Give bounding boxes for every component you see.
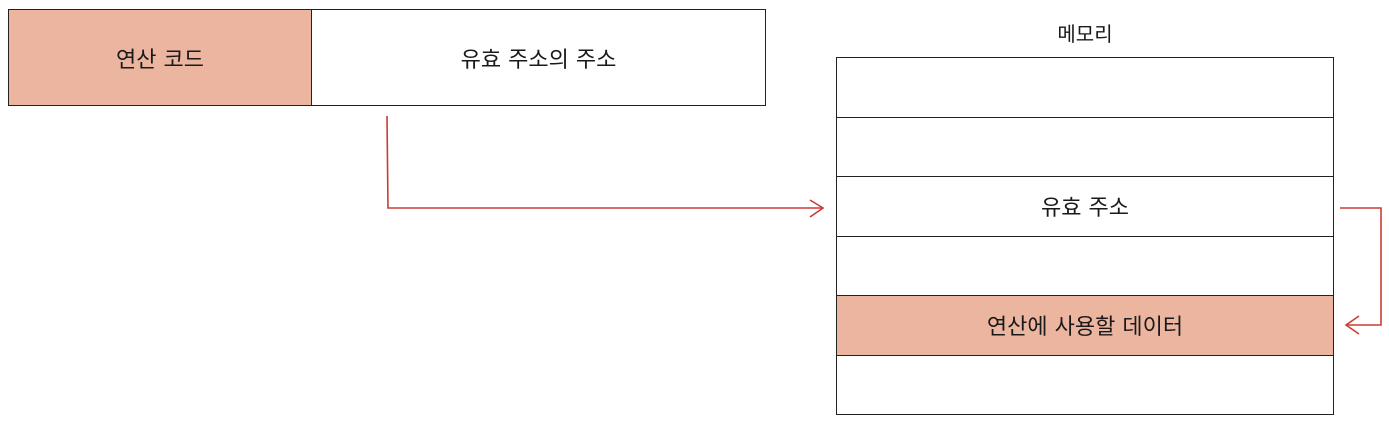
memory-cell-label: 유효 주소 [1041, 196, 1129, 222]
indirect-arrow-line [1340, 207, 1382, 326]
memory-cell [837, 58, 1333, 118]
operand-label: 유효 주소의 주소 [460, 47, 617, 73]
memory-title: 메모리 [1057, 22, 1113, 46]
instruction-box: 연산 코드 유효 주소의 주소 [8, 9, 766, 106]
opcode-label: 연산 코드 [116, 47, 204, 73]
opcode-field: 연산 코드 [9, 10, 312, 105]
memory-cell-operand-data: 연산에 사용할 데이터 [837, 296, 1333, 356]
pointer-arrow-line [386, 115, 822, 209]
operand-field: 유효 주소의 주소 [312, 10, 765, 105]
memory-cell-effective-address: 유효 주소 [837, 177, 1333, 237]
memory-cell [837, 356, 1333, 415]
pointer-arrow-head [809, 199, 825, 218]
memory-cell-label: 연산에 사용할 데이터 [986, 315, 1184, 341]
memory-cell [837, 118, 1333, 177]
indirect-arrow-head [1344, 315, 1360, 335]
memory-block: 유효 주소 연산에 사용할 데이터 [836, 57, 1334, 415]
memory-cell [837, 237, 1333, 296]
